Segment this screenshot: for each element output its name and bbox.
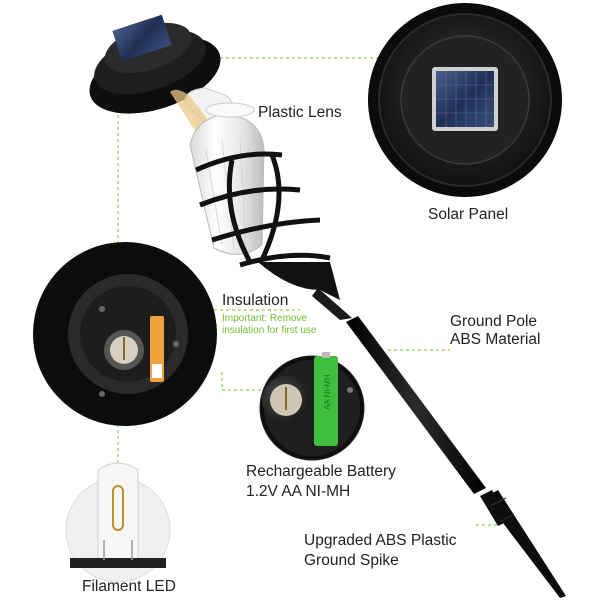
ground-pole-line2: ABS Material [450, 331, 541, 348]
solar-panel-view [368, 3, 562, 197]
spike-line2: Ground Spike [304, 552, 399, 569]
ground-pole-line1: Ground Pole [450, 313, 538, 330]
callout-battery [221, 372, 262, 391]
lantern-body [170, 87, 352, 320]
solar-panel-label: Solar Panel [428, 206, 509, 223]
battery-label: Rechargeable Battery 1.2V AA NI-MH [246, 462, 396, 502]
battery-view: AA NI-MH [259, 352, 365, 461]
spike-line1: Upgraded ABS Plastic [304, 532, 457, 549]
ground-pole-label: Ground Pole ABS Material [450, 313, 540, 349]
spike-label: Upgraded ABS Plastic Ground Spike [304, 531, 457, 571]
bottom-view [33, 242, 217, 426]
filament-led-label: Filament LED [82, 578, 176, 595]
ground-spike [484, 490, 566, 598]
battery-line2: 1.2V AA NI-MH [246, 483, 351, 500]
insulation-label: Insulation [222, 292, 289, 309]
svg-text:AA NI-MH: AA NI-MH [323, 374, 332, 410]
insulation-note-line2: insulation for first use [222, 325, 317, 336]
insulation-note-line1: Important: Remove [222, 313, 308, 324]
light-cap [89, 14, 221, 114]
battery-line1: Rechargeable Battery [246, 463, 396, 480]
led-view [65, 462, 171, 583]
plastic-lens-label: Plastic Lens [258, 104, 342, 121]
insulation-note: Important: Remove insulation for first u… [222, 313, 317, 337]
